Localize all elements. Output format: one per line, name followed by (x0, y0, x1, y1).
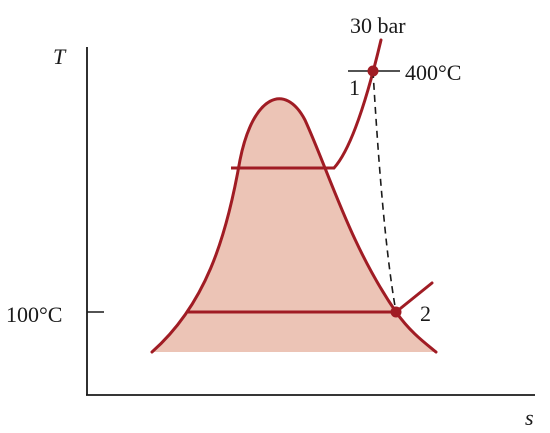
axis-y-label: T (53, 44, 67, 69)
temperature-label-high: 400°C (405, 60, 461, 85)
expansion-process-line (372, 70, 397, 313)
isobar-30bar-superheated (332, 38, 383, 170)
state-point-1 (367, 65, 379, 77)
state-1-label: 1 (349, 75, 360, 100)
state-point-2 (390, 306, 402, 318)
pressure-label: 30 bar (350, 13, 406, 38)
isobar-low-superheated (394, 281, 434, 314)
state-2-label: 2 (420, 301, 431, 326)
two-phase-region (152, 98, 436, 352)
temperature-label-low: 100°C (6, 302, 62, 327)
axis-x-label: s (525, 405, 534, 430)
